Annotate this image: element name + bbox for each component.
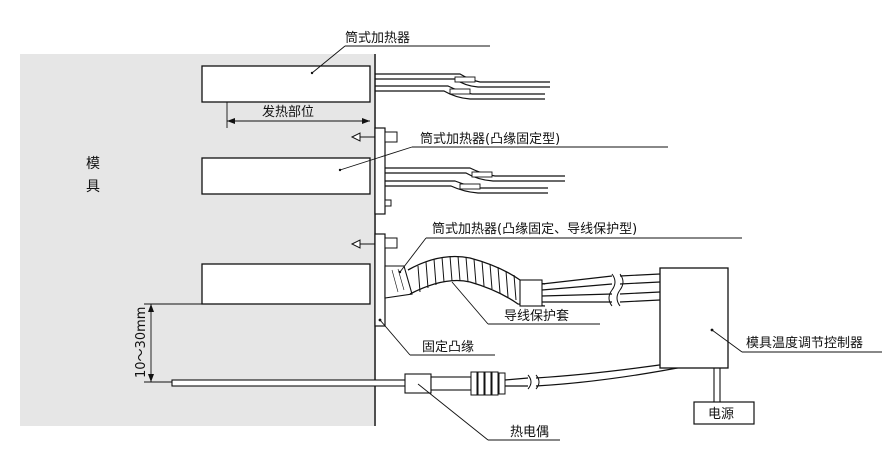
heater-3-flange xyxy=(374,233,386,327)
cartridge-heater-flange xyxy=(201,127,565,215)
fixed-flange-leader xyxy=(379,319,411,356)
label-wire-guard: 导线保护套 xyxy=(504,308,569,324)
label-power-supply: 电源 xyxy=(708,407,734,422)
thermocouple-leader xyxy=(417,383,489,441)
temperature-controller xyxy=(659,267,729,369)
label-temperature-controller: 模具温度调节控制器 xyxy=(746,335,863,351)
wire-guard-hose xyxy=(407,255,546,307)
heater-3-body xyxy=(201,263,371,305)
mold-block xyxy=(20,54,376,426)
heater-2-flange xyxy=(374,127,386,215)
wire-guard-leader xyxy=(451,281,489,325)
power-supply-box xyxy=(693,401,755,425)
label-cartridge-heater-flange: 筒式加热器(凸缘固定型) xyxy=(420,131,560,147)
heater-top-leader xyxy=(311,45,346,74)
heater-2-body xyxy=(201,157,371,195)
label-depth-dimension: 10～30mm xyxy=(134,307,149,378)
heater-1-body xyxy=(201,65,371,103)
heating-zone-dimension: 发热部位 xyxy=(226,102,370,128)
label-cartridge-heater: 筒式加热器 xyxy=(345,30,410,46)
label-fixed-flange: 固定凸缘 xyxy=(422,340,474,355)
controller-leader xyxy=(711,329,743,353)
thermocouple-probe xyxy=(171,379,413,387)
label-thermocouple: 热电偶 xyxy=(510,425,549,440)
label-mold-1: 模 xyxy=(86,156,100,172)
cartridge-heater-1 xyxy=(201,65,550,103)
label-heating-zone: 发热部位 xyxy=(262,104,314,120)
label-mold-2: 具 xyxy=(86,179,100,195)
heater-flange-leader xyxy=(339,146,413,171)
label-cartridge-heater-guard: 筒式加热器(凸缘固定、导线保护型) xyxy=(432,221,637,237)
cartridge-heater-guard xyxy=(201,233,661,327)
heater-guard-leader xyxy=(399,237,427,273)
